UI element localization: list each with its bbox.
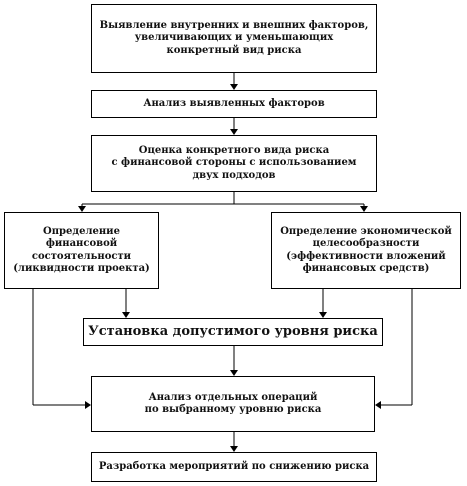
node-economic-feasibility: Определение экономической целесообразнос… (271, 212, 461, 289)
arrowhead (78, 206, 86, 212)
arrowhead (230, 446, 238, 452)
arrowhead (122, 312, 130, 318)
node-acceptable-risk-level: Установка допустимого уровня риска (83, 318, 383, 346)
node-analysis-factors: Анализ выявленных факторов (91, 90, 377, 118)
arrowhead (319, 312, 327, 318)
arrowhead (360, 206, 368, 212)
arrowhead (85, 401, 91, 409)
node-identify-factors: Выявление внутренних и внешних факторов,… (91, 4, 377, 73)
node-operations-analysis: Анализ отдельных операций по выбранному … (91, 376, 375, 432)
arrowhead (230, 84, 238, 90)
arrowhead (375, 401, 381, 409)
node-financial-solvency: Определение финансовой состоятельности (… (4, 212, 159, 289)
node-risk-reduction-measures: Разработка мероприятий по снижению риска (91, 452, 377, 482)
arrowhead (230, 129, 238, 135)
arrowhead (230, 370, 238, 376)
node-risk-evaluation: Оценка конкретного вида риска с финансов… (91, 135, 377, 192)
